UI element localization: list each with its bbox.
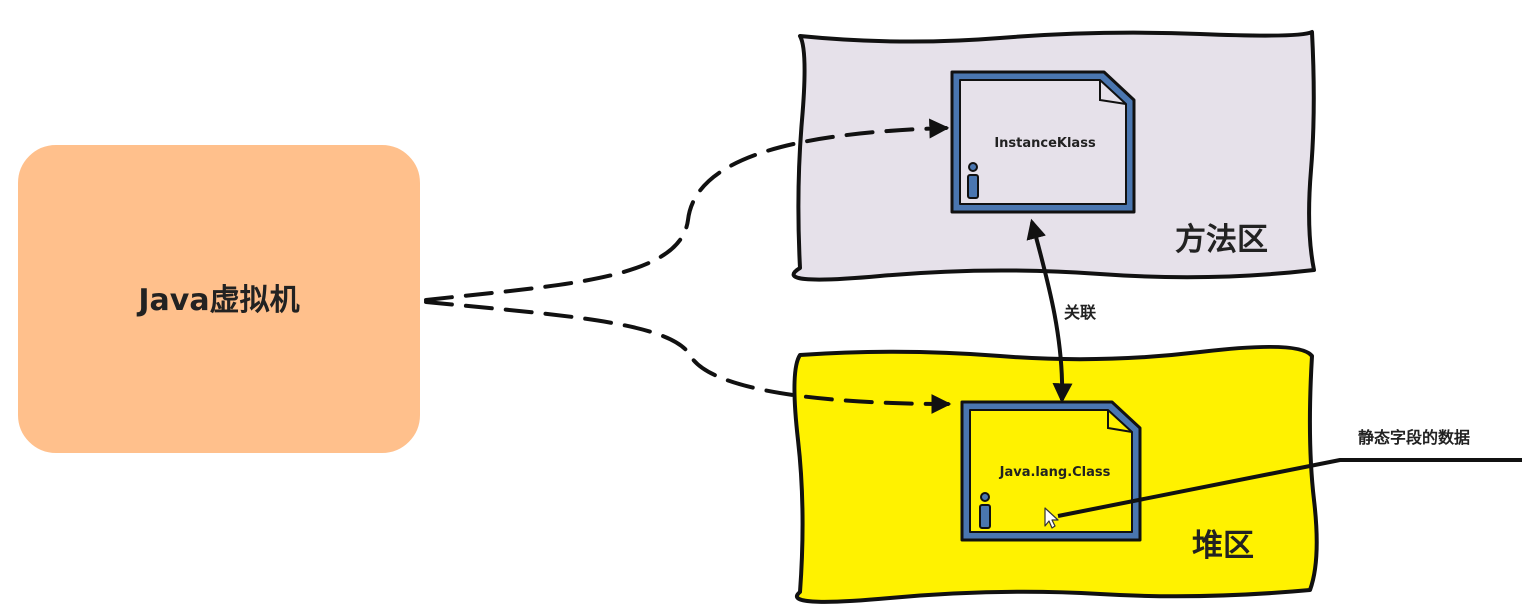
static-fields-pointer (1057, 458, 1522, 518)
connector-to-instanceklass (424, 118, 950, 302)
info-icon (979, 492, 991, 529)
mouse-cursor (1044, 507, 1059, 529)
java-lang-class-label: Java.lang.Class (999, 465, 1111, 480)
instanceklass-box: InstanceKlass (950, 70, 1136, 214)
java-lang-class-box: Java.lang.Class (960, 400, 1142, 542)
association-arrow (1026, 218, 1073, 404)
jvm-label: Java虚拟机 (136, 283, 299, 318)
heap-label: 堆区 (1192, 528, 1254, 564)
instanceklass-label: InstanceKlass (994, 136, 1096, 151)
info-icon (967, 162, 979, 199)
method-area-label: 方法区 (1175, 222, 1268, 258)
jvm-block: Java虚拟机 (14, 141, 424, 457)
association-label: 关联 (1064, 303, 1096, 322)
jvm-connectors (424, 118, 952, 414)
static-fields-label: 静态字段的数据 (1358, 428, 1470, 447)
